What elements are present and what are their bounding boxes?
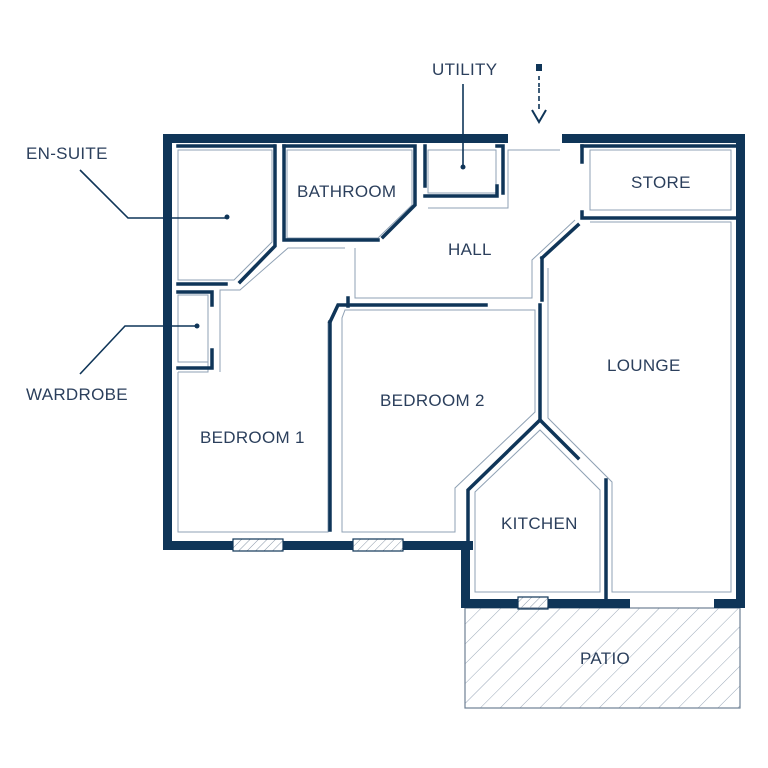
label-utility: UTILITY	[432, 60, 497, 79]
window-kitchen	[517, 596, 549, 610]
label-en-suite: EN-SUITE	[26, 144, 108, 163]
label-store: STORE	[631, 173, 691, 192]
label-kitchen: KITCHEN	[501, 514, 578, 533]
label-wardrobe: WARDROBE	[26, 385, 128, 404]
label-bedroom-2: BEDROOM 2	[380, 391, 485, 410]
outer-walls	[163, 134, 745, 608]
room-labels: EN-SUITE WARDROBE UTILITY BATHROOM STORE…	[26, 60, 691, 668]
label-bathroom: BATHROOM	[297, 182, 396, 201]
window-bedroom-1	[232, 538, 284, 552]
inner-walls	[176, 144, 738, 601]
window-bedroom-2	[352, 538, 404, 552]
label-patio: PATIO	[580, 649, 630, 668]
label-lounge: LOUNGE	[607, 356, 681, 375]
label-hall: HALL	[448, 240, 492, 259]
windows	[232, 538, 549, 610]
label-bedroom-1: BEDROOM 1	[200, 428, 305, 447]
entrance-arrow-icon	[531, 64, 547, 124]
callouts	[79, 84, 466, 375]
patio	[464, 607, 741, 709]
